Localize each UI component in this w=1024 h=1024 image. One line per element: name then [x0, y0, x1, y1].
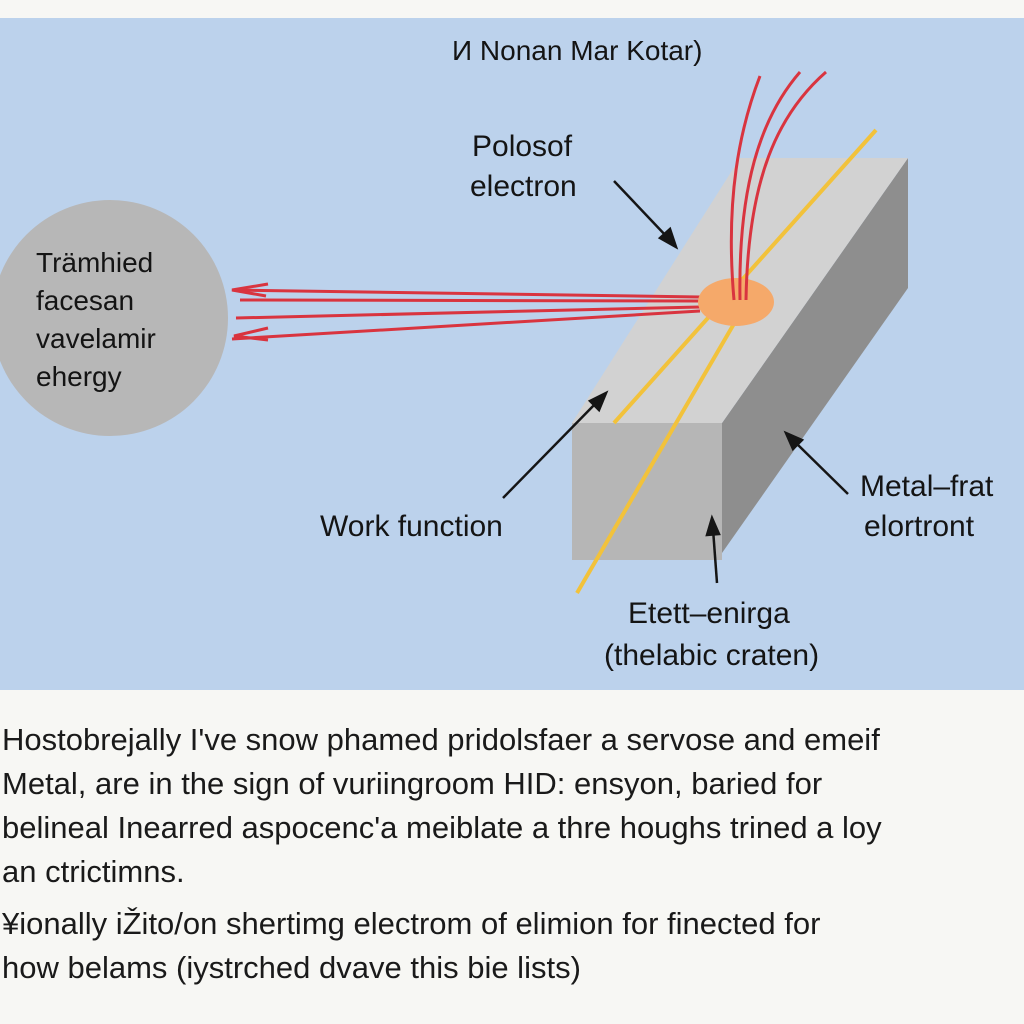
work-function-label: Work function [320, 510, 503, 543]
photoelectric-diagram [0, 70, 908, 595]
metal-label-line2: elortront [864, 510, 975, 543]
light-beam [575, 128, 878, 595]
metal-label-line1: Metal–frat [860, 470, 994, 503]
light-source-label-line3: vavelamir [36, 323, 156, 354]
light-source-label-line4: ehergy [36, 361, 122, 392]
diagram-title: И Nonan Mar Kotar) [452, 35, 703, 66]
energy-label-line1: Etett–enirga [628, 597, 790, 630]
caption-line: Metal, are in the sign of vuriingroom HI… [2, 766, 823, 801]
metal-block-right-face [722, 158, 908, 553]
annotation-arrows [502, 180, 849, 584]
caption-line: how belams (iystrched dvave this bie lis… [2, 950, 581, 985]
metal-block-front-face [572, 423, 722, 560]
light-source-label-line1: Trämhied [36, 247, 154, 278]
diagram-panel: И Nonan Mar Kotar) Polosof electron Träm… [0, 18, 1024, 690]
emission-spot [698, 278, 774, 326]
caption-line: ¥ionally iŽito/on shertimg electrom of e… [2, 906, 821, 941]
emitted-electron-label-line2: electron [470, 170, 577, 203]
caption-line: an ctrictimns. [2, 854, 185, 889]
caption-text: Hostobrejally I've snow phamed pridolsfa… [0, 718, 1024, 990]
light-source-label-line2: facesan [36, 285, 135, 316]
energy-label-line2: (thelabic craten) [604, 639, 820, 672]
light-source-circle [0, 200, 228, 436]
caption-line: belineal Inearred aspocenc'a meiblate a … [2, 810, 882, 845]
emitted-electron-label-line1: Polosof [472, 130, 573, 163]
caption-line: Hostobrejally I've snow phamed pridolsfa… [2, 722, 880, 757]
emitted-electron-paths [729, 70, 827, 301]
incoming-photon-rays [231, 282, 701, 342]
